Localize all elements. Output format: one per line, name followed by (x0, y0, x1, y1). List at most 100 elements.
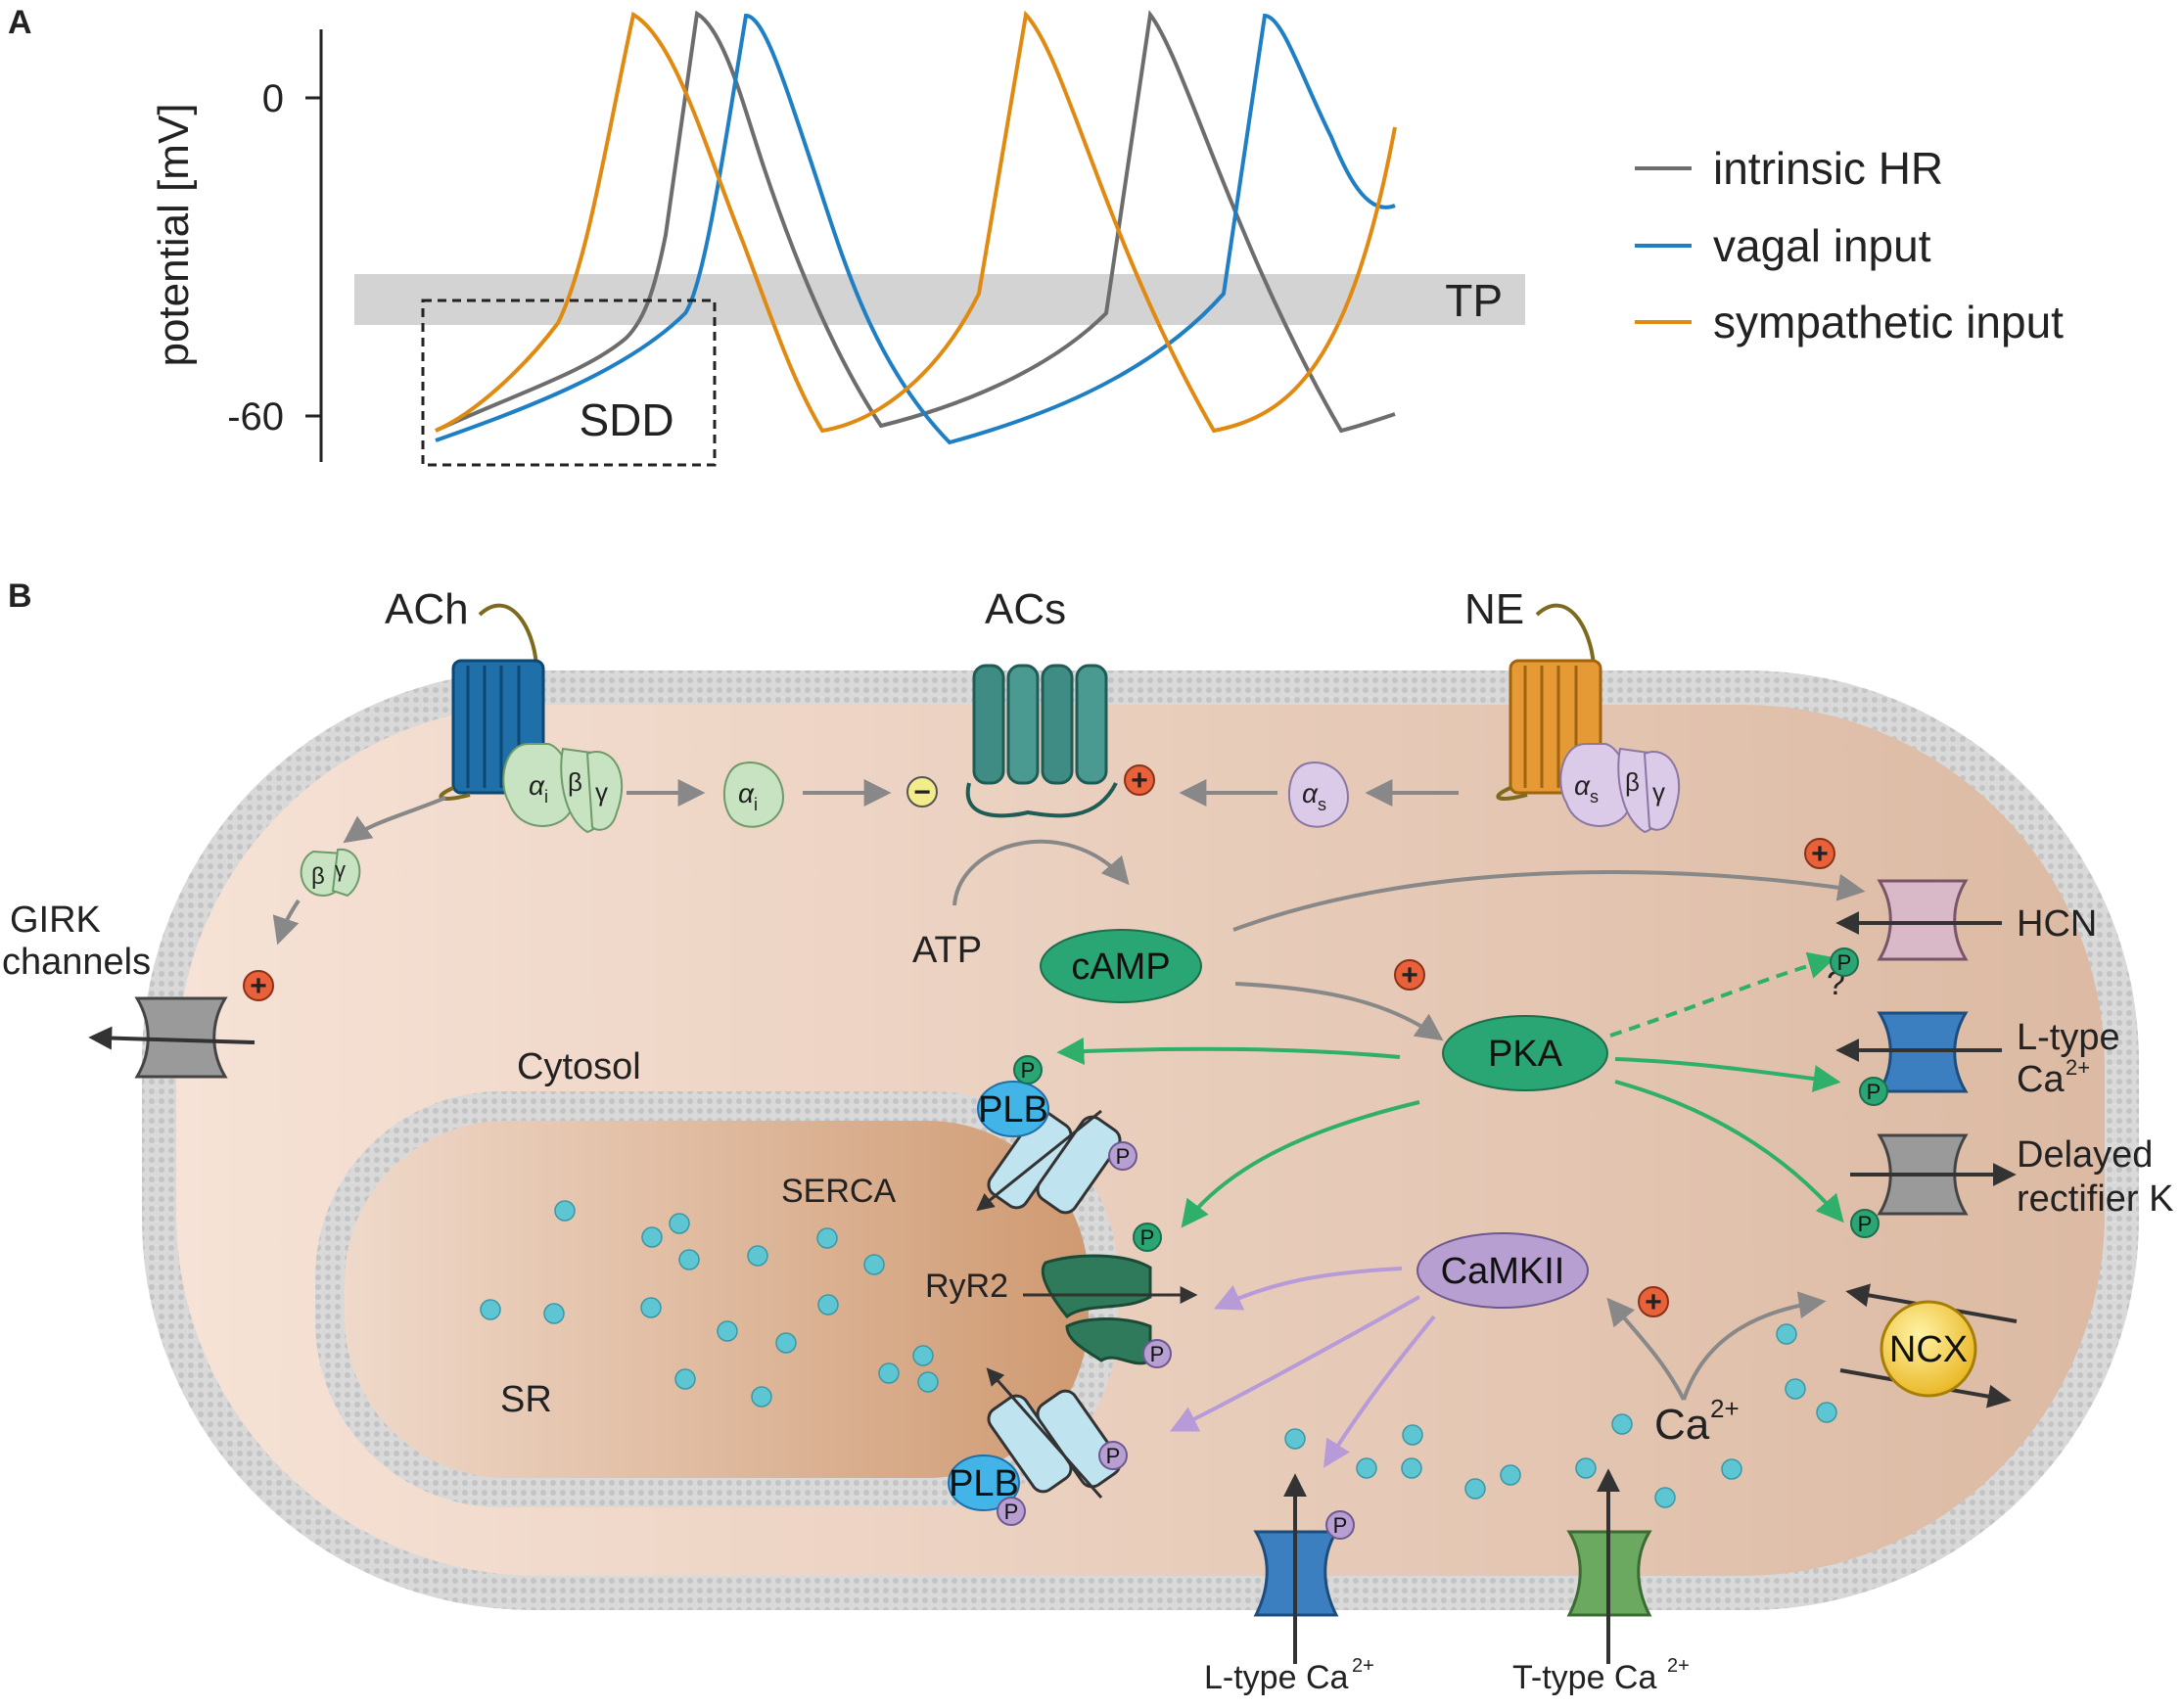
ca-ion (1785, 1378, 1806, 1400)
camkii-node (1416, 1232, 1589, 1309)
ca-ion (917, 1371, 939, 1393)
inhibition-sign (906, 776, 938, 808)
y-axis-label: potential [mV] (150, 103, 198, 366)
l-type-channel-bottom: P (1253, 1473, 1355, 1664)
sdd-label: SDD (579, 394, 673, 445)
arrow-pka-to-hcn-dashed (1609, 951, 1836, 1038)
ltype-bottom-p-label: P (1333, 1513, 1348, 1538)
label-girk-line1: GIRK (10, 900, 101, 941)
label-serca: SERCA (781, 1173, 896, 1210)
label-ca-charge: 2+ (1710, 1394, 1740, 1423)
arrow-camkii-to-plb (1169, 1295, 1420, 1432)
pka-label: PKA (1488, 1034, 1563, 1075)
beta-gamma-dimer: β γ (300, 848, 361, 898)
arrow-ca-to-camkii (1606, 1297, 1686, 1401)
plb-bottom (948, 1454, 1020, 1511)
ca-ion (1401, 1457, 1422, 1479)
arrow-pka-to-ltype (1614, 1057, 1841, 1092)
l-type-channel-right: P (1835, 1011, 2002, 1106)
free-alpha-i-label: α (738, 778, 755, 808)
camp-label: cAMP (1071, 946, 1170, 988)
t-type-channel (1566, 1468, 1652, 1664)
label-cytosol: Cytosol (517, 1046, 641, 1087)
arrow-pka-to-ryr2 (1181, 1100, 1420, 1228)
ach-ligand (478, 603, 538, 667)
ca-ion (641, 1226, 663, 1248)
phosphorylation-sites-sr: P P P P P P (997, 1055, 1172, 1526)
ca-ion (1575, 1457, 1597, 1479)
ca-ion (1721, 1458, 1742, 1480)
hcn-channel: P (1830, 879, 2002, 977)
legend-label-sympathetic: sympathetic input (1713, 297, 2064, 347)
free-alpha-i-sub: i (754, 795, 758, 814)
arrow-camp-to-pka (1234, 982, 1444, 1041)
p-site (1013, 1055, 1043, 1085)
arrow-camkii-to-ltype (1323, 1315, 1436, 1468)
y-tick-label-0: 0 (262, 77, 284, 120)
y-tick-label-minus60: -60 (227, 395, 284, 439)
label-krect-line2: rectifier K (2017, 1178, 2173, 1220)
bg-gamma-label: γ (335, 857, 346, 882)
ryr2-channel (1023, 1254, 1198, 1365)
cytosol-calcium-ions (1284, 1323, 1837, 1508)
p-site (1133, 1223, 1162, 1252)
ca-ion (1611, 1413, 1633, 1435)
arrow-atp-to-camp (952, 839, 1130, 906)
gs-beta-label: β (1625, 767, 1640, 797)
arrow-pka-to-plb (1056, 1038, 1401, 1066)
serca-top (976, 1109, 1122, 1215)
gi-heterotrimer: α i β γ (502, 743, 624, 834)
label-acs: ACs (985, 585, 1066, 633)
ca-ion (1356, 1457, 1377, 1479)
sdd-box (421, 299, 717, 467)
label-ltype-line2: Ca (2017, 1059, 2065, 1100)
ca-ion (717, 1320, 738, 1342)
arrow-bg-to-girk (272, 899, 301, 946)
panel-b: B (2, 577, 2173, 1696)
legend: intrinsic HR vagal input sympathetic inp… (1635, 143, 2064, 347)
arrow-pka-to-krect (1614, 1080, 1844, 1223)
trace-vagal-input (435, 13, 1396, 445)
ca-ion (1816, 1402, 1837, 1423)
ca-ion (1500, 1464, 1521, 1486)
ca-ion (1776, 1323, 1797, 1345)
ca-ion (669, 1213, 690, 1234)
label-bottom-ltype-charge: 2+ (1352, 1655, 1374, 1677)
panel-a-letter: A (8, 4, 32, 41)
label-hcn: HCN (2017, 903, 2097, 945)
ca-ion (817, 1294, 839, 1316)
free-alpha-s-label: α (1302, 778, 1319, 808)
ca-ion (775, 1332, 797, 1354)
camkii-activation-sign (1638, 1286, 1669, 1317)
label-ne: NE (1464, 585, 1524, 633)
inhibition-sign-text: − (913, 776, 931, 808)
p-site-label: P (1106, 1444, 1121, 1468)
delayed-rectifier-channel: P (1850, 1133, 2017, 1238)
camkii-activation-sign-text: + (1645, 1286, 1662, 1318)
ca-ion (640, 1297, 662, 1318)
ca-ion (1464, 1478, 1486, 1500)
panel-b-letter: B (8, 577, 32, 615)
plb-top-label: PLB (978, 1089, 1048, 1131)
label-girk-line2: channels (2, 942, 151, 983)
gi-alpha-label: α (529, 770, 545, 801)
p-site (1098, 1441, 1128, 1470)
label-ryr2: RyR2 (925, 1268, 1008, 1305)
arrow-camkii-to-ryr2 (1213, 1267, 1403, 1311)
girk-channel (88, 996, 255, 1079)
p-site (997, 1497, 1026, 1526)
girk-activation-sign (243, 970, 274, 1001)
ltype-right-p-label: P (1867, 1080, 1881, 1104)
plb-top (977, 1081, 1049, 1137)
ca-ion (480, 1299, 501, 1320)
label-bottom-ttype: T-type Ca (1512, 1659, 1656, 1696)
free-alpha-s-sub: s (1318, 795, 1326, 814)
pka-activation-sign-text: + (1401, 959, 1418, 992)
trace-intrinsic-hr (435, 10, 1396, 434)
free-alpha-s: α s (1288, 762, 1350, 828)
adenylyl-cyclase (965, 664, 1118, 818)
label-krect-line1: Delayed (2017, 1134, 2153, 1176)
ca-ion (543, 1303, 565, 1324)
legend-label-intrinsic: intrinsic HR (1713, 143, 1943, 194)
